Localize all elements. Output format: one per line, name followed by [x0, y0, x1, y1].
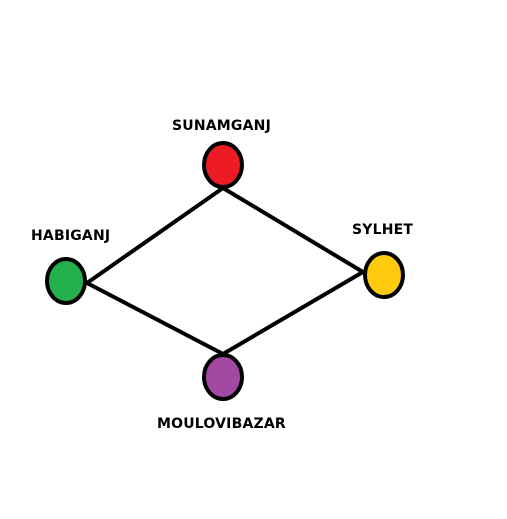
label-habiganj: HABIGANJ	[31, 228, 111, 244]
node-moulovibazar	[202, 353, 244, 401]
edge-sunamganj-sylhet	[221, 186, 365, 274]
edges-group	[85, 186, 365, 356]
edge-sylhet-moulovibazar	[221, 270, 365, 356]
node-sylhet	[363, 251, 405, 299]
edge-habiganj-moulovibazar	[85, 281, 225, 356]
node-habiganj	[45, 257, 87, 305]
label-moulovibazar: MOULOVIBAZAR	[157, 416, 286, 432]
label-sunamganj: SUNAMGANJ	[172, 118, 271, 134]
edge-sunamganj-habiganj	[85, 186, 225, 285]
nodes-group	[45, 141, 405, 401]
label-sylhet: SYLHET	[352, 222, 414, 238]
node-sunamganj	[202, 141, 244, 189]
